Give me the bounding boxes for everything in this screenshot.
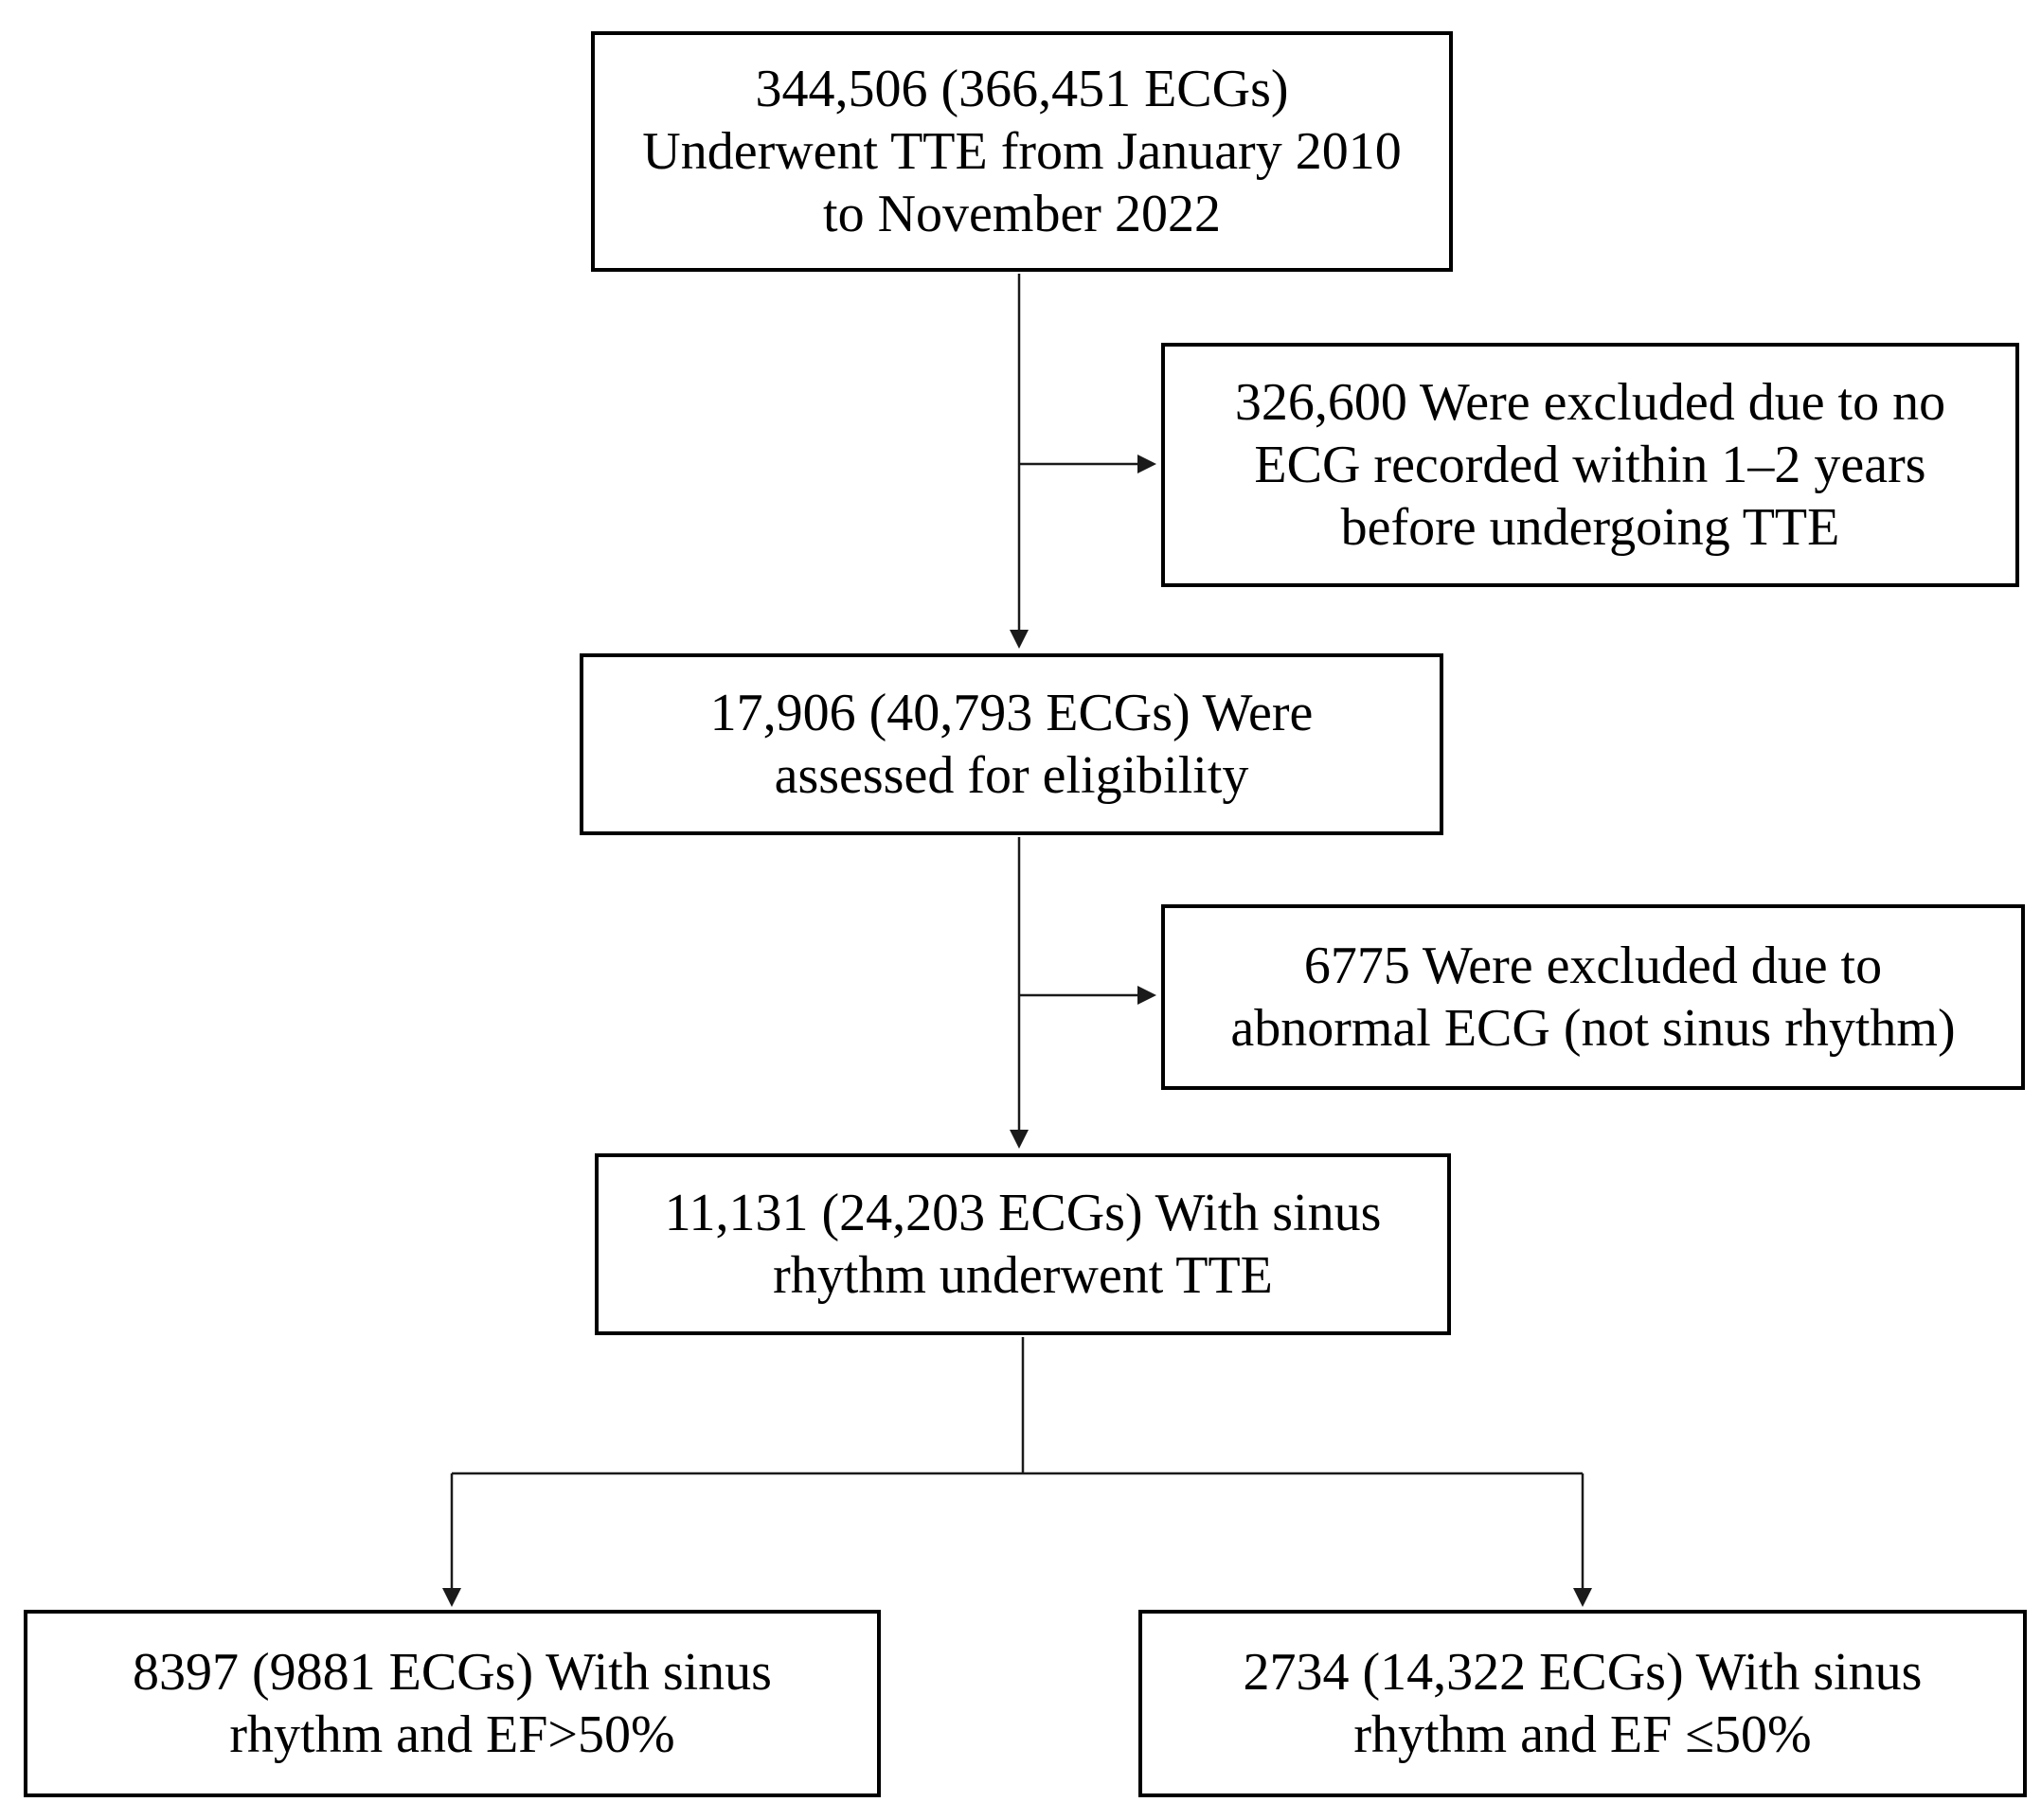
flow-box-excluded-no-ecg: 326,600 Were excluded due to no ECG reco… bbox=[1161, 343, 2019, 587]
flow-box-ef-greater-50: 8397 (9881 ECGs) With sinus rhythm and E… bbox=[24, 1610, 881, 1797]
flow-box-enrollment: 344,506 (366,451 ECGs) Underwent TTE fro… bbox=[591, 31, 1453, 272]
flow-box-assessed-for-eligibility: 17,906 (40,793 ECGs) Were assessed for e… bbox=[580, 653, 1443, 835]
flow-box-sinus-rhythm-tte: 11,131 (24,203 ECGs) With sinus rhythm u… bbox=[595, 1153, 1451, 1335]
flow-box-excluded-abnormal-ecg: 6775 Were excluded due to abnormal ECG (… bbox=[1161, 904, 2025, 1090]
flow-box-ef-less-equal-50: 2734 (14,322 ECGs) With sinus rhythm and… bbox=[1138, 1610, 2027, 1797]
